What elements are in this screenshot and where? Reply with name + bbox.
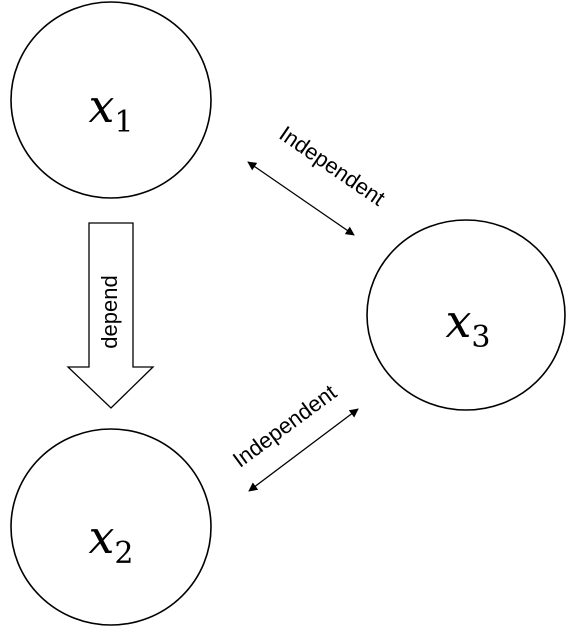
node-x2: x2 xyxy=(10,428,212,626)
node-x1-sub: 1 xyxy=(114,105,133,140)
node-x1-label: x1 xyxy=(88,79,133,140)
node-x3: x3 xyxy=(366,219,566,411)
node-x1-circle xyxy=(10,1,212,199)
independent-bottom-line xyxy=(248,408,359,492)
node-x3-sub: 3 xyxy=(471,320,490,355)
independent-edge-top: Independent xyxy=(247,121,390,236)
independent-top-label: Independent xyxy=(275,121,390,211)
node-x2-label: x2 xyxy=(88,510,133,571)
independent-top-line xyxy=(247,161,355,236)
depend-arrow-shape xyxy=(66,222,155,409)
independent-edge-bottom: Independent xyxy=(228,380,359,492)
node-x2-sub: 2 xyxy=(114,536,133,571)
node-x3-var: x xyxy=(445,294,471,348)
node-x2-circle xyxy=(10,428,212,626)
node-x1-var: x xyxy=(88,79,114,133)
node-x2-var: x xyxy=(88,510,114,564)
depend-label: depend xyxy=(97,275,122,348)
depend-arrow: depend xyxy=(66,222,155,409)
node-x3-label: x3 xyxy=(445,294,490,355)
node-x3-circle xyxy=(366,219,566,411)
node-x1: x1 xyxy=(10,1,212,199)
independent-bottom-label: Independent xyxy=(228,380,341,473)
